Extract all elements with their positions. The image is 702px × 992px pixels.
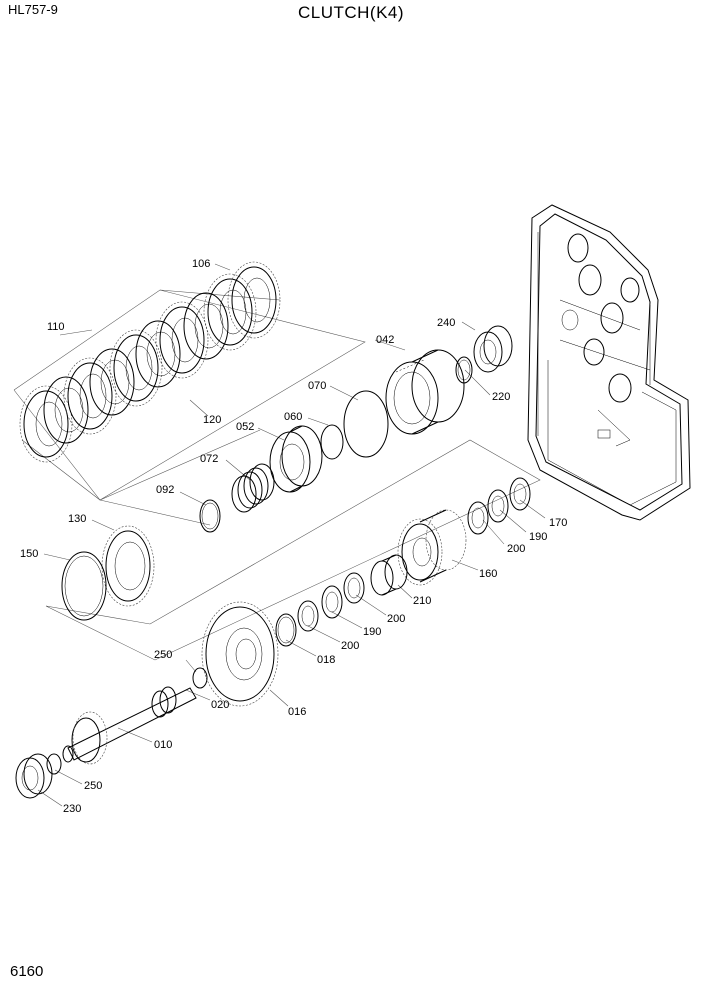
- end-plate-130: [101, 525, 155, 607]
- label-018: 018: [317, 654, 335, 666]
- clutch-drum: [385, 349, 465, 435]
- label-220: 220: [492, 391, 510, 403]
- part-labels: 106 110 120 042 240 220 070 060 052 072 …: [20, 258, 567, 815]
- label-230: 230: [63, 803, 81, 815]
- bearing-230: [15, 753, 53, 799]
- label-190-upper: 190: [529, 531, 547, 543]
- housing-cover: [527, 204, 691, 521]
- diagram-title: CLUTCH(K4): [297, 3, 405, 22]
- label-160: 160: [479, 568, 497, 580]
- o-ring-250-upper: [192, 667, 208, 689]
- label-072: 072: [200, 453, 218, 465]
- piston-052: [269, 425, 323, 493]
- label-092: 092: [156, 484, 174, 496]
- needle-bearing-210: [370, 554, 408, 596]
- label-200-upper: 200: [507, 543, 525, 555]
- label-052: 052: [236, 421, 254, 433]
- label-240: 240: [437, 317, 455, 329]
- label-106: 106: [192, 258, 210, 270]
- label-110: 110: [47, 321, 65, 333]
- page-number: 6160: [10, 963, 44, 980]
- label-060: 060: [284, 411, 302, 423]
- label-170: 170: [549, 517, 567, 529]
- ring-150: [61, 551, 107, 621]
- label-200-lower: 200: [341, 640, 359, 652]
- snap-ring-018: [275, 613, 297, 647]
- clutch-disc-pack: [19, 261, 281, 463]
- gear-016: [201, 601, 279, 707]
- label-010: 010: [154, 739, 172, 751]
- washers-200-190-200: [297, 572, 365, 632]
- shaft-010: [62, 686, 197, 765]
- model-code: HL757-9: [8, 2, 58, 17]
- label-200-middle: 200: [387, 613, 405, 625]
- o-ring-250-lower: [46, 753, 62, 775]
- label-020: 020: [211, 699, 229, 711]
- label-250-upper: 250: [154, 649, 172, 661]
- label-016: 016: [288, 706, 306, 718]
- label-210: 210: [413, 595, 431, 607]
- gear-160: [397, 509, 467, 586]
- label-120: 120: [203, 414, 221, 426]
- leader-lines: [13, 263, 546, 807]
- label-190-lower: 190: [363, 626, 381, 638]
- label-250-lower: 250: [84, 780, 102, 792]
- bearing-240: [473, 325, 513, 373]
- washers-170-190-200: [467, 477, 531, 535]
- label-070: 070: [308, 380, 326, 392]
- spring-072: [231, 463, 275, 513]
- o-rings: [320, 390, 389, 460]
- label-150: 150: [20, 548, 38, 560]
- snap-ring-092: [199, 499, 221, 533]
- label-042: 042: [376, 334, 394, 346]
- snap-ring-220: [455, 356, 473, 384]
- label-130: 130: [68, 513, 86, 525]
